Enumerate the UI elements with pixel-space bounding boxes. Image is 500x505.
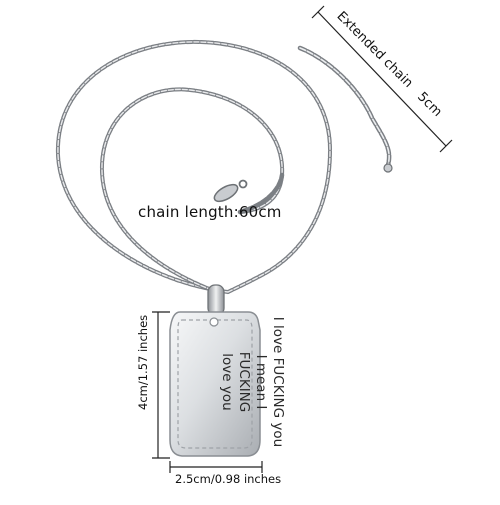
dog-tag [169,311,261,457]
height-dimension-line [152,311,170,459]
width-label: 2.5cm/0.98 inches [175,472,282,486]
extension-dimension-line [311,5,453,153]
width-dimension-line [169,461,263,473]
engraving-line-4: love you [219,353,235,411]
engraving-line-3: FUCKING [236,351,252,413]
extension-chain [237,45,392,215]
extension-end-drop [383,163,393,173]
engraving-line-1: I love FUCKING you [270,316,286,448]
height-label: 4cm/1.57 inches [136,314,150,410]
engraving-line-2: I mean I [253,354,269,410]
chain-length-label: chain length:60cm [138,203,282,221]
lobster-clasp [213,179,248,203]
chain-outer-loop [55,39,333,294]
